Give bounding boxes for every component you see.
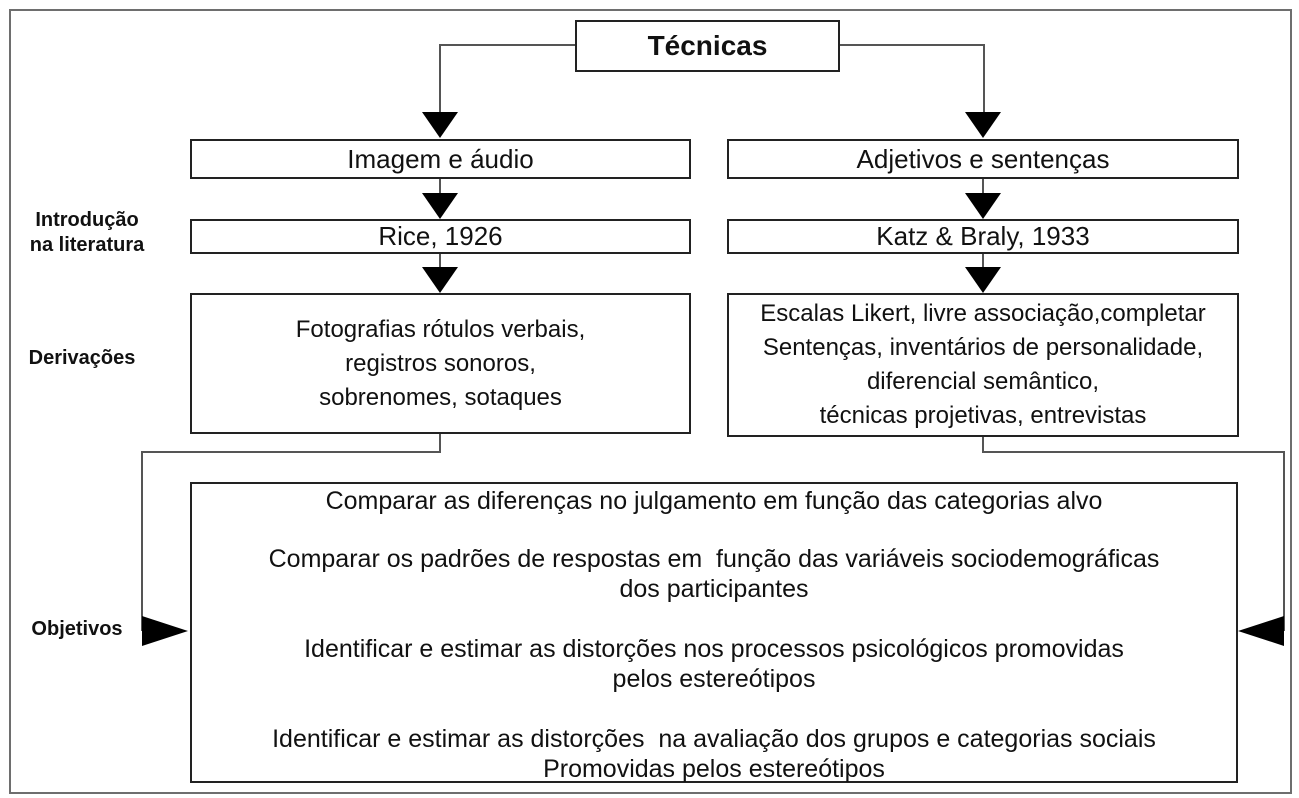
label-introducao-line2: na literatura	[29, 234, 145, 256]
box-rice-1926: Rice, 1926	[190, 219, 691, 254]
diagram-outer-border	[9, 9, 1292, 794]
connector-title-right-horizontal	[840, 44, 985, 46]
box-katz-braly-1933: Katz & Braly, 1933	[727, 219, 1239, 254]
derivation-line: Sentenças, inventários de personalidade,	[762, 334, 1204, 361]
derivation-line: diferencial semântico,	[866, 368, 1100, 395]
label-introducao-line1: Introdução	[35, 209, 139, 231]
box-objectives: Comparar as diferenças no julgamento em …	[190, 482, 1238, 783]
box-tecnicas-label: Técnicas	[647, 30, 768, 61]
label-derivacoes: Derivações	[12, 346, 152, 371]
box-katz-braly-1933-label: Katz & Braly, 1933	[876, 221, 1090, 251]
label-objetivos-text: Objetivos	[31, 618, 123, 640]
label-introducao-literatura: Introdução na literatura	[12, 208, 162, 258]
box-derivations-left: Fotografias rótulos verbais, registros s…	[190, 293, 691, 434]
box-imagem-audio: Imagem e áudio	[190, 139, 691, 179]
objective-item: Identificar e estimar as distorções nos …	[192, 634, 1236, 694]
objective-item: Comparar os padrões de respostas em funç…	[192, 544, 1236, 604]
box-rice-1926-label: Rice, 1926	[378, 221, 503, 251]
connector-row2-left	[439, 254, 441, 269]
box-adjetivos-sentencas-label: Adjetivos e sentenças	[856, 143, 1110, 174]
arrow-down-icon	[965, 267, 1001, 293]
connector-objectives-right-drop	[982, 437, 984, 453]
objective-line: Promovidas pelos estereótipos	[543, 755, 885, 783]
derivation-line: Fotografias rótulos verbais,	[295, 315, 586, 343]
derivation-line: sobrenomes, sotaques	[319, 383, 562, 411]
arrow-down-icon	[422, 112, 458, 138]
connector-objectives-right-horizontal	[983, 451, 1285, 453]
connector-row1-left	[439, 179, 441, 195]
connector-objectives-right-vertical	[1283, 451, 1285, 631]
connector-row2-right	[982, 254, 984, 269]
objective-item: Comparar as diferenças no julgamento em …	[192, 486, 1236, 516]
label-derivacoes-text: Derivações	[28, 347, 136, 369]
objective-line: pelos estereótipos	[612, 665, 816, 693]
arrow-down-icon	[965, 193, 1001, 219]
derivation-line: registros sonoros,	[345, 349, 536, 377]
objective-line: Identificar e estimar as distorções na a…	[272, 725, 1156, 753]
objective-line: Identificar e estimar as distorções nos …	[304, 635, 1124, 663]
arrow-down-icon	[965, 112, 1001, 138]
connector-title-right-vertical	[983, 44, 985, 114]
arrow-down-icon	[422, 193, 458, 219]
connector-title-left-horizontal	[440, 44, 575, 46]
connector-objectives-left-vertical	[141, 451, 143, 631]
connector-objectives-left-drop	[439, 434, 441, 453]
box-tecnicas: Técnicas	[575, 20, 840, 72]
derivation-line: Escalas Likert, livre associação,complet…	[760, 300, 1206, 327]
objective-line: Comparar os padrões de respostas em funç…	[268, 545, 1160, 573]
arrow-down-icon	[422, 267, 458, 293]
arrow-left-icon	[1238, 616, 1284, 646]
arrow-right-icon	[142, 616, 188, 646]
connector-objectives-left-horizontal	[141, 451, 441, 453]
connector-title-left-vertical	[439, 44, 441, 114]
box-imagem-audio-label: Imagem e áudio	[347, 143, 534, 174]
objective-line: dos participantes	[619, 575, 809, 603]
derivation-line: técnicas projetivas, entrevistas	[819, 402, 1147, 429]
connector-row1-right	[982, 179, 984, 195]
box-derivations-right: Escalas Likert, livre associação,complet…	[727, 293, 1239, 437]
label-objetivos: Objetivos	[12, 617, 142, 642]
objective-line: Comparar as diferenças no julgamento em …	[325, 487, 1103, 515]
objective-item: Identificar e estimar as distorções na a…	[192, 724, 1236, 784]
box-adjetivos-sentencas: Adjetivos e sentenças	[727, 139, 1239, 179]
